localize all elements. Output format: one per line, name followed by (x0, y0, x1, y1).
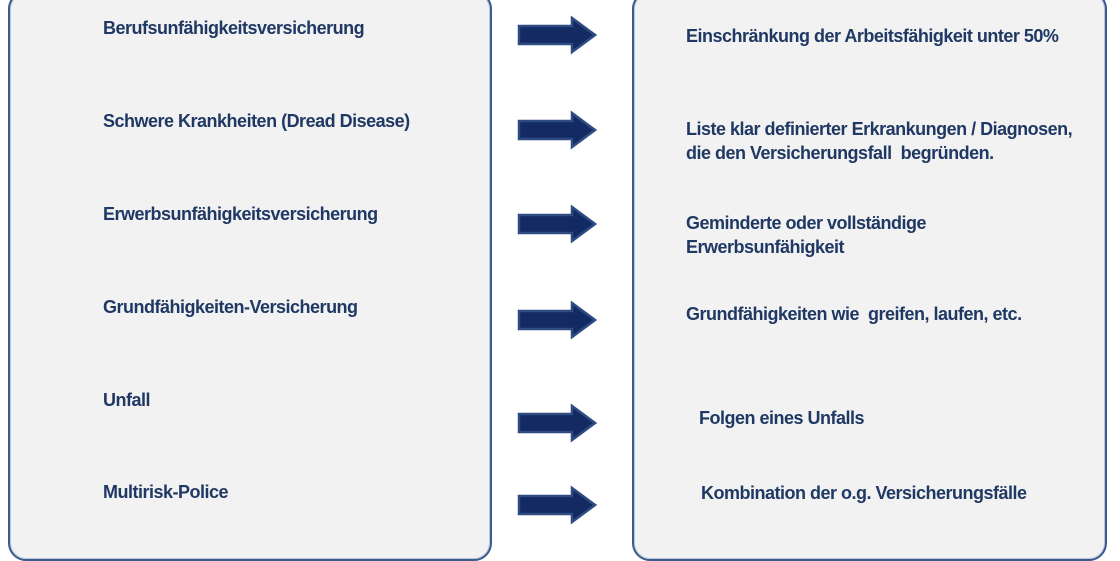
trigger-line: die den Versicherungsfall begründen. (686, 143, 994, 163)
product-label: Schwere Krankheiten (Dread Disease) (103, 111, 410, 131)
product-label: Berufsunfähigkeitsversicherung (103, 18, 365, 38)
trigger-line: Folgen eines Unfalls (699, 408, 865, 428)
trigger-label: Einschränkung der Arbeitsfähigkeit unter… (686, 24, 1059, 48)
trigger-label: Grundfähigkeiten wie greifen, laufen, et… (686, 302, 1022, 326)
right-block-arrow-icon (517, 204, 597, 244)
trigger-label: Kombination der o.g. Versicherungsfälle (701, 481, 1027, 505)
triggers-panel: Einschränkung der Arbeitsfähigkeit unter… (632, 0, 1107, 561)
trigger-line: Einschränkung der Arbeitsfähigkeit unter… (686, 26, 1059, 46)
right-block-arrow-icon (517, 110, 597, 150)
trigger-line: Geminderte oder vollständige (686, 213, 927, 233)
trigger-line: Liste klar definierter Erkrankungen / Di… (686, 119, 1073, 139)
product-label: Erwerbsunfähigkeitsversicherung (103, 204, 378, 224)
product-label: Multirisk-Police (103, 482, 229, 502)
trigger-line: Kombination der o.g. Versicherungsfälle (701, 483, 1027, 503)
product-label: Unfall (103, 390, 151, 410)
trigger-line: Grundfähigkeiten wie greifen, laufen, et… (686, 304, 1022, 324)
product-label: Grundfähigkeiten-Versicherung (103, 297, 358, 317)
trigger-label: Liste klar definierter Erkrankungen / Di… (686, 117, 1073, 165)
right-block-arrow-icon (517, 485, 597, 525)
right-block-arrow-icon (517, 15, 597, 55)
trigger-line: Erwerbsunfähigkeit (686, 237, 845, 257)
trigger-label: Folgen eines Unfalls (699, 406, 865, 430)
right-block-arrow-icon (517, 403, 597, 443)
right-block-arrow-icon (517, 300, 597, 340)
